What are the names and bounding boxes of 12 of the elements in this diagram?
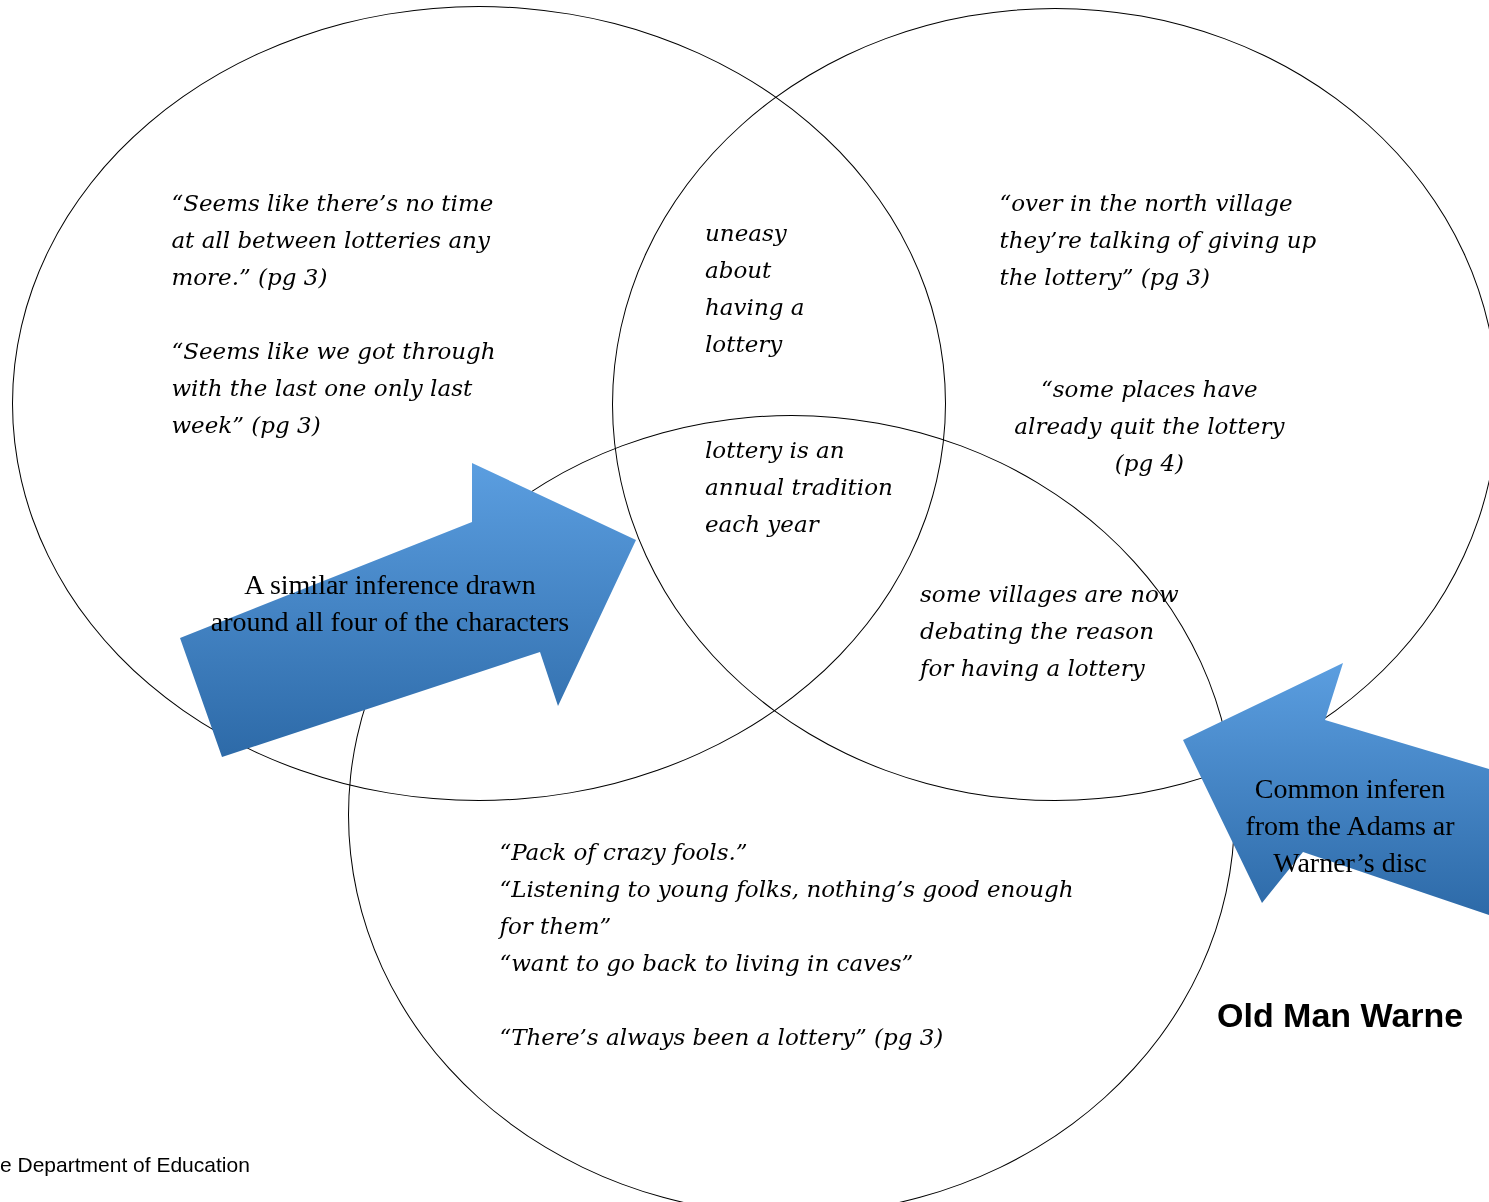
quote-text: “There’s always been a lottery” (pg 3)	[499, 1023, 945, 1052]
circle-title: Old Man Warne	[1217, 995, 1464, 1036]
quote-text: “Seems like we got through with the last one only last week” (pg 3)	[171, 337, 497, 440]
quote-text: “Listening to young folks, nothing’s good enough for them”	[499, 875, 1075, 941]
quote-text: “some places have already quit the lottery (pg 4)	[1013, 375, 1286, 478]
footer-text: e Department of Education	[0, 1152, 250, 1178]
overlap-text: lottery is an annual tradition each year	[705, 436, 894, 539]
quote-text: “Pack of crazy fools.”	[499, 838, 749, 867]
overlap-text: uneasy about having a lottery	[705, 219, 806, 359]
quote-text: “Seems like there’s no time at all between lotteries any more.” (pg 3)	[171, 189, 495, 292]
quote-text: “over in the north village they’re talking of giving up the lottery” (pg 3)	[999, 189, 1318, 292]
quote-text: “want to go back to living in caves”	[499, 949, 915, 978]
